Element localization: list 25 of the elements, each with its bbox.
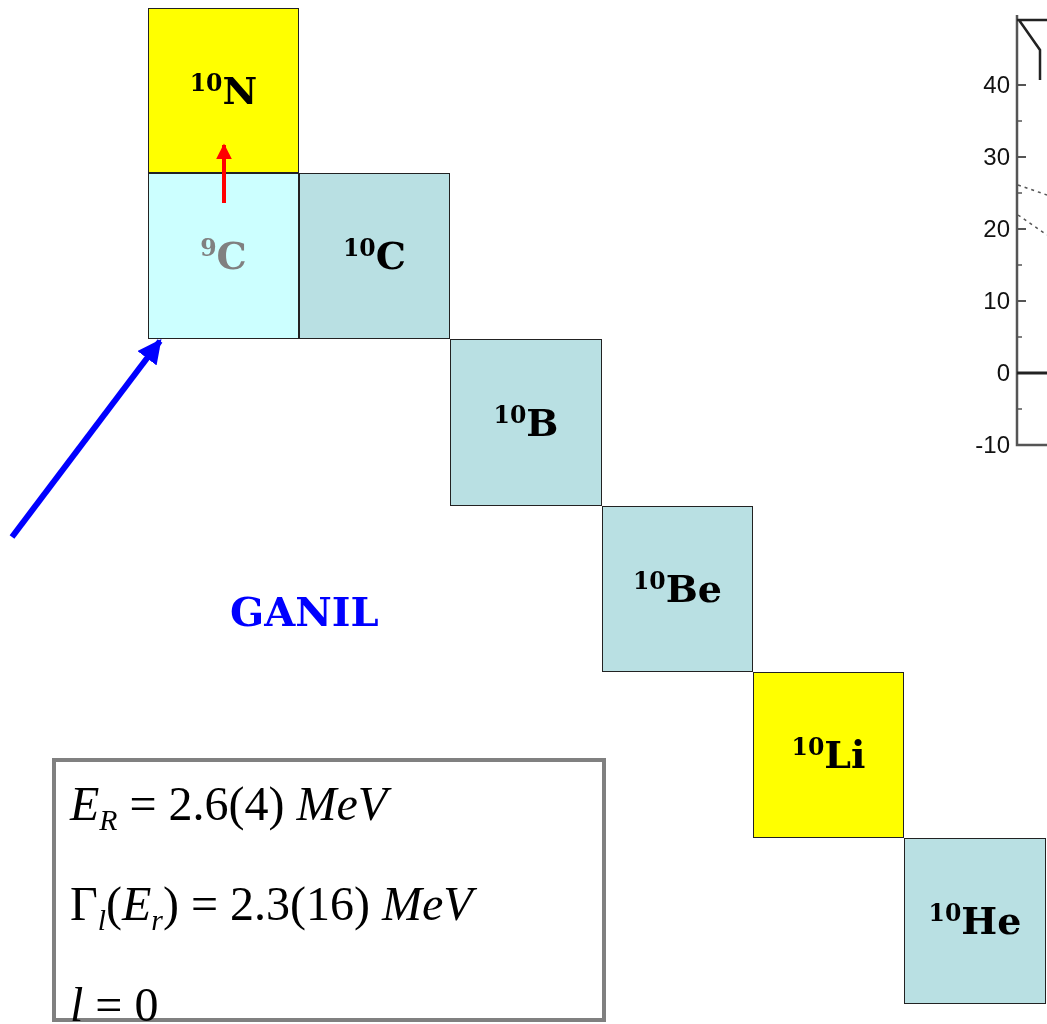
nuclide-cell — [148, 173, 299, 339]
facility-label: GANIL — [230, 588, 379, 635]
arrow — [216, 143, 232, 203]
nuclide-cell — [299, 173, 450, 339]
nuclide-label: $^{10}$B — [493, 403, 559, 442]
nuclide-cell — [904, 838, 1046, 1004]
axis-tick-label: 10 — [983, 287, 1010, 315]
arrow — [9, 339, 163, 539]
axis-tick-label: 30 — [983, 143, 1010, 171]
nuclide-label: $^{10}$N — [189, 71, 258, 110]
nuclide-cell — [148, 8, 299, 173]
nuclide-label: $^{10}$C — [343, 237, 406, 275]
nuclide-label: $^{10}$He — [928, 902, 1022, 940]
axis-tick-label: 20 — [983, 215, 1010, 243]
nuclide-label: $^{10}$Li — [791, 736, 866, 774]
nuclide-cell — [602, 506, 753, 672]
nuclide-cell — [450, 339, 602, 506]
axis-tick-label: 40 — [983, 71, 1010, 99]
axis-tick-label: 0 — [996, 359, 1010, 387]
axis-tick-label: -10 — [975, 431, 1010, 459]
nuclide-label: $^{9}$C — [200, 237, 247, 275]
equation: l = 0 — [70, 976, 159, 1024]
nuclide-cell — [753, 672, 904, 838]
nuclide-label: $^{10}$Be — [632, 570, 723, 608]
formula-box — [52, 758, 606, 1022]
